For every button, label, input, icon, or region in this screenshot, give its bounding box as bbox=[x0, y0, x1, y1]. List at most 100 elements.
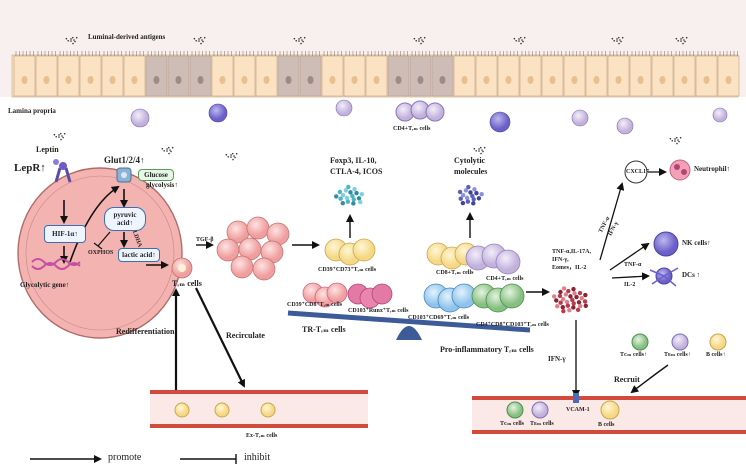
epithelial-nucleus bbox=[461, 76, 468, 84]
ex-trm-label: Ex-Tᵣₘ cells bbox=[246, 433, 278, 439]
antigen-speck bbox=[483, 146, 486, 149]
cd39cd8-label: CD39⁺CD8⁺Tᵣₘ cells bbox=[287, 302, 343, 308]
cytokine-line-2: IFN-γ, bbox=[552, 257, 569, 263]
recruit-label: Recruit bbox=[614, 375, 640, 384]
cytokine-dots bbox=[551, 286, 589, 314]
tem-up-label: Tᴇₘ cells↑ bbox=[664, 352, 691, 358]
tgf-label: TGF-β bbox=[196, 237, 214, 243]
antigen-speck bbox=[231, 152, 234, 155]
antigen-speck bbox=[59, 132, 62, 135]
antigen-speck bbox=[678, 140, 680, 143]
antigen-speck bbox=[171, 146, 174, 149]
antigen-speck bbox=[63, 132, 66, 135]
antigen-speck bbox=[619, 39, 621, 41]
epithelial-nucleus bbox=[637, 76, 644, 84]
antigen-speck bbox=[302, 40, 304, 43]
molecule-dot bbox=[565, 303, 571, 308]
antigen-speck bbox=[613, 40, 616, 42]
antigen-speck bbox=[620, 40, 622, 43]
antigen-speck bbox=[421, 39, 423, 41]
molecule-dot bbox=[356, 196, 362, 201]
leptin-label: Leptin bbox=[36, 145, 59, 154]
antigen-speck bbox=[298, 40, 300, 42]
cytokine-line-3: Eomes，IL-2 bbox=[552, 265, 587, 271]
molecule-dot bbox=[344, 195, 350, 201]
epithelial-nucleus bbox=[65, 76, 72, 84]
antigen-speck bbox=[681, 36, 684, 39]
antigen-speck bbox=[685, 36, 688, 39]
antigen-speck bbox=[475, 150, 478, 152]
molecule-dot bbox=[577, 290, 583, 296]
molecule-dot bbox=[555, 304, 560, 309]
molecule-dot bbox=[560, 304, 566, 310]
epithelial-nucleus bbox=[263, 76, 270, 84]
antigen-speck bbox=[518, 40, 520, 42]
antigen-speck bbox=[679, 136, 682, 139]
tcm-icon bbox=[631, 333, 649, 351]
cd4-trm-top-label: CD4+Tᵣₘ cells bbox=[393, 126, 431, 132]
antigen-speck bbox=[682, 42, 684, 45]
epithelial-nucleus bbox=[131, 76, 138, 84]
epithelial-nucleus bbox=[615, 76, 622, 84]
antigen-speck bbox=[67, 40, 70, 42]
cytokine-line-1: TNF-α,IL-17A, bbox=[552, 249, 592, 255]
antigen-speck bbox=[300, 42, 302, 45]
epithelial-nucleus bbox=[43, 76, 50, 84]
antigen-speck bbox=[167, 146, 170, 149]
molecule-dot bbox=[358, 199, 363, 205]
ifn-down-label: IFN-γ bbox=[548, 355, 566, 363]
cd103runx-label: CD103⁺Runx⁺Tᵣₘ cells bbox=[348, 308, 409, 314]
antigen-speck bbox=[473, 147, 476, 150]
cytolytic-dots bbox=[457, 184, 484, 206]
molecule-dot bbox=[567, 307, 572, 313]
oxphos-inhibit-bar bbox=[93, 242, 103, 250]
antigen-speck bbox=[618, 42, 620, 45]
epithelial-nucleus bbox=[439, 76, 446, 84]
molecule-dot bbox=[464, 195, 470, 201]
molecule-dot bbox=[572, 291, 577, 296]
tcm-up-label: Tᴄₘ cells↑ bbox=[620, 352, 648, 358]
epithelial-nucleus bbox=[219, 76, 226, 84]
glycolysis-label: glycolysis↑ bbox=[146, 181, 178, 189]
molecule-dot bbox=[470, 193, 475, 199]
antigen-speck bbox=[74, 40, 76, 43]
cxcl17-circle bbox=[624, 160, 648, 184]
antigen-speck bbox=[169, 149, 171, 151]
dcs-label: DCs ↑ bbox=[682, 271, 701, 279]
molecule-dot bbox=[558, 300, 563, 305]
molecule-dot bbox=[574, 294, 579, 300]
antigen-speck bbox=[611, 37, 614, 40]
molecule-dot bbox=[571, 305, 576, 310]
glycolytic-gene-label: Glycolytic gene↑ bbox=[20, 281, 70, 289]
antigen-speck bbox=[515, 40, 518, 42]
glucose-box: Glucose bbox=[138, 169, 174, 181]
proinflammatory-trm-cells bbox=[423, 242, 525, 313]
antigen-speck bbox=[677, 139, 679, 141]
foxp3-label: Foxp3, IL-10, bbox=[330, 156, 377, 165]
epithelial-nucleus bbox=[725, 76, 732, 84]
molecule-dot bbox=[575, 307, 581, 313]
antigen-speck bbox=[199, 36, 202, 39]
antigen-speck bbox=[480, 152, 482, 155]
antigen-speck bbox=[198, 40, 200, 42]
molecule-dot bbox=[578, 303, 583, 309]
epithelial-nucleus bbox=[87, 76, 94, 84]
antigen-speck bbox=[478, 148, 480, 150]
neutrophil-icon bbox=[669, 159, 691, 181]
hif-box: HIF-1α↑ bbox=[44, 225, 86, 243]
antigen-speck bbox=[482, 150, 484, 153]
molecule-dot bbox=[350, 193, 355, 199]
antigen-speck bbox=[669, 137, 672, 140]
molecule-dot bbox=[570, 297, 575, 303]
molecule-dot bbox=[583, 303, 589, 309]
tr-trm-label: TR-Tᵣₘ cells bbox=[302, 325, 346, 334]
molecule-dot bbox=[458, 196, 463, 201]
antigen-speck bbox=[195, 40, 198, 42]
antigen-speck bbox=[55, 136, 58, 138]
proinflammatory-label: Pro-inflammatory Tᵣₘ cells bbox=[440, 345, 534, 354]
molecule-dot bbox=[551, 294, 557, 299]
legend-inhibit-line bbox=[180, 454, 237, 464]
antigen-speck bbox=[683, 39, 685, 41]
molecule-dot bbox=[471, 201, 476, 206]
